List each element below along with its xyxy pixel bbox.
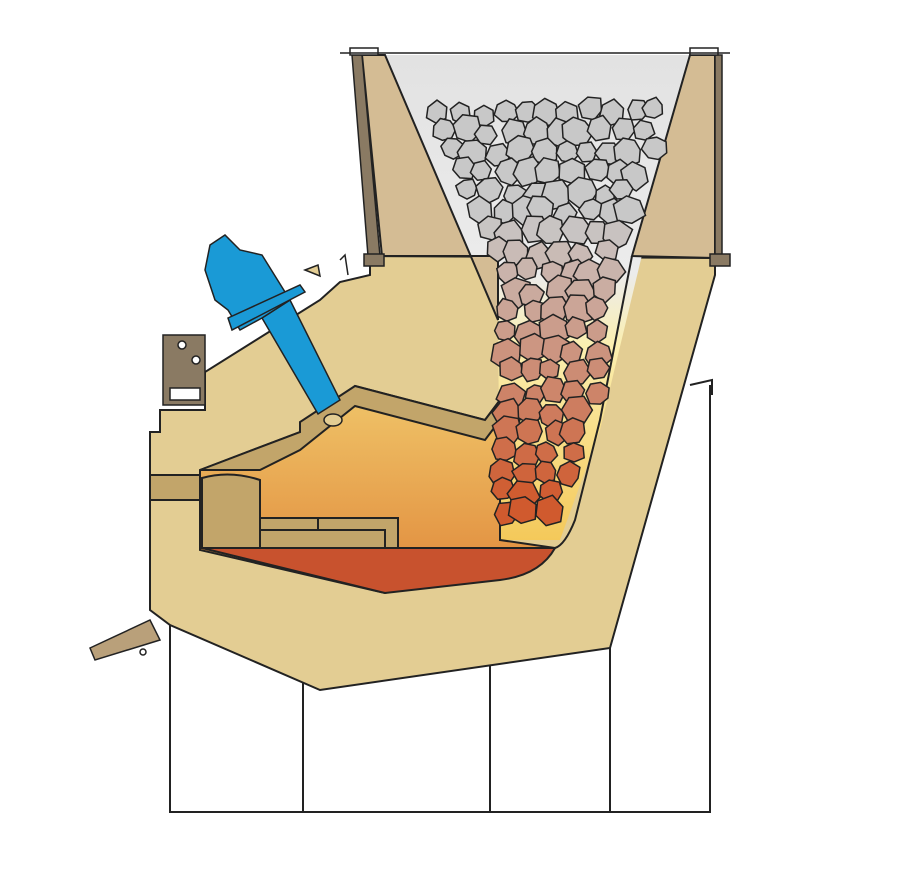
charge-piece	[469, 159, 493, 181]
charge-piece	[493, 320, 516, 342]
electrode-assembly	[204, 234, 341, 416]
charge-piece	[515, 257, 538, 281]
charge-piece	[640, 136, 668, 161]
charge-piece	[562, 358, 593, 387]
charge-piece	[612, 195, 647, 225]
charge-piece	[558, 416, 586, 445]
charge-piece	[559, 215, 594, 245]
shaft-lining-left	[360, 54, 499, 321]
charge-piece	[585, 295, 609, 322]
charge-piece	[507, 496, 537, 525]
shaft-steel-frame	[349, 47, 731, 267]
side-blocks	[149, 473, 399, 549]
charge-piece	[505, 134, 536, 164]
charge-piece	[577, 198, 603, 221]
charge-piece	[586, 114, 612, 142]
charge-piece	[491, 436, 518, 461]
charge-piece	[586, 357, 611, 380]
charge-piece	[564, 315, 588, 340]
charge-piece	[520, 357, 545, 383]
charge-piece	[494, 157, 522, 187]
charge-piece	[592, 276, 617, 304]
shaft-inner-wall	[554, 255, 633, 549]
charge-piece	[496, 297, 519, 323]
charge-piece	[584, 381, 610, 405]
charge-piece	[641, 96, 664, 119]
charge-piece	[563, 441, 586, 463]
support-frame	[169, 378, 713, 813]
charge-piece	[535, 494, 564, 527]
molten-bath	[201, 547, 557, 595]
tap-spout	[89, 619, 162, 661]
scrap-charge	[425, 96, 668, 527]
roof-fittings	[302, 253, 349, 278]
charge-piece	[594, 239, 619, 261]
roof-port	[323, 413, 343, 427]
charge-piece	[538, 358, 561, 381]
charge-piece	[534, 460, 557, 485]
charge-piece	[555, 460, 581, 488]
door-mechanism	[162, 334, 206, 406]
charge-piece	[534, 441, 559, 464]
